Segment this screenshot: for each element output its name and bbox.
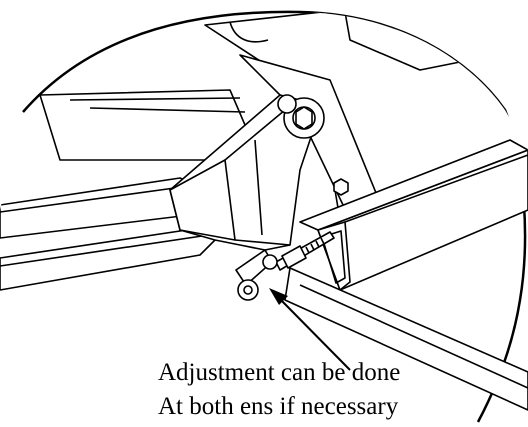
clevis-pin-upper	[262, 254, 278, 270]
leader-arrow	[269, 288, 351, 371]
rod-end-threads	[305, 237, 325, 254]
clevis-pin-lower-center	[243, 285, 253, 295]
square-tube-inner	[321, 230, 346, 284]
caption-line-2: At both ens if necessary	[158, 393, 399, 420]
long-arm-bottom-edge	[0, 235, 203, 267]
square-tube-top	[299, 139, 528, 231]
upper-beam-edge	[69, 97, 246, 113]
adjuster-sleeve	[281, 245, 307, 269]
square-tube-end	[317, 221, 351, 291]
small-nut	[333, 178, 349, 196]
pivot-bolt-hex	[295, 106, 313, 130]
lower-bar-edge	[299, 284, 528, 389]
long-arm-bottom	[0, 227, 216, 291]
arrow-head	[269, 288, 288, 305]
pivot-bracket-face	[169, 159, 236, 241]
pivot-bracket-gusset	[224, 109, 291, 246]
rear-bolt-head	[277, 94, 297, 114]
long-arm-top-edge	[0, 186, 183, 213]
caption-line-1: Adjustment can be done	[158, 359, 400, 386]
square-tube-edge	[344, 154, 528, 223]
lower-bar	[284, 267, 528, 411]
machine-assembly	[0, 11, 528, 411]
frame-plate-edge	[229, 11, 471, 71]
